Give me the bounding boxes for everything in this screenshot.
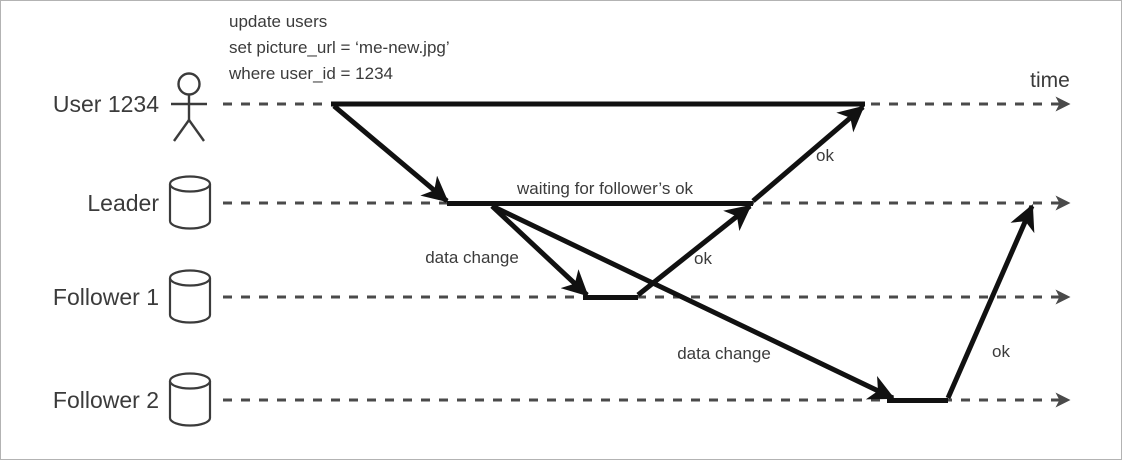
message-arrow-ok-follower2 <box>945 204 1035 400</box>
note-label-waiting: waiting for follower’s ok <box>516 179 694 198</box>
database-icon-follower2 <box>168 372 212 427</box>
message-arrow-ok-user <box>751 105 865 203</box>
query-line-2: set picture_url = ‘me-new.jpg’ <box>229 38 450 57</box>
database-icon-leader <box>168 175 212 230</box>
stick-figure-icon <box>171 72 207 142</box>
message-label-ok-user: ok <box>816 146 834 165</box>
message-label-ok-follower2: ok <box>992 342 1010 361</box>
participant-label-follower1: Follower 1 <box>53 284 159 310</box>
participant-label-follower2: Follower 2 <box>53 387 159 413</box>
message-label-data-change-follower1: data change <box>425 248 519 267</box>
participant-label-user: User 1234 <box>53 91 159 117</box>
message-arrow-data-change-follower2 <box>490 203 895 401</box>
participant-label-leader: Leader <box>87 190 159 216</box>
time-axis-label: time <box>1030 69 1070 92</box>
message-arrow-update <box>332 104 449 203</box>
message-arrow-data-change-follower1 <box>490 204 589 297</box>
message-arrow-ok-follower1 <box>636 204 752 297</box>
query-line-1: update users <box>229 12 327 31</box>
database-icon-follower1 <box>168 269 212 324</box>
message-label-data-change-follower2: data change <box>677 344 771 363</box>
query-line-3: where user_id = 1234 <box>228 64 393 83</box>
message-label-ok-follower1: ok <box>694 249 712 268</box>
